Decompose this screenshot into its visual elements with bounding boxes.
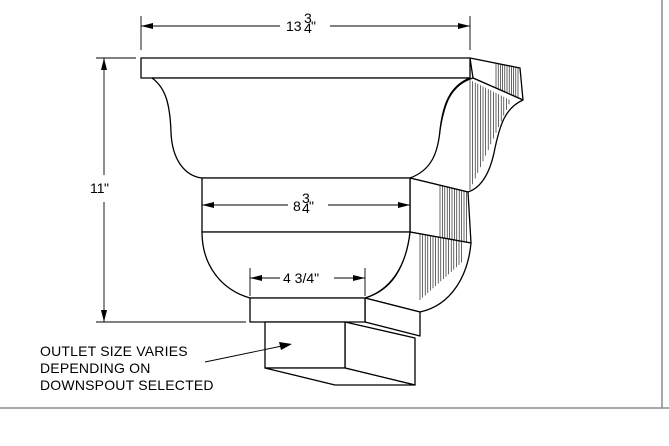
side-hatching — [419, 63, 519, 300]
middle-width-unit: " — [309, 198, 314, 214]
middle-width-num: 3 — [302, 190, 310, 206]
dimension-middle-width: 8 3 4 " — [202, 190, 410, 216]
lower-bowl — [201, 231, 411, 299]
dimension-top-width: 13 3 4 " — [140, 10, 471, 50]
outlet-flange — [249, 297, 366, 323]
top-lip — [140, 57, 471, 79]
dimension-height: 11 " — [90, 57, 246, 323]
top-width-num: 3 — [304, 10, 312, 26]
outlet-pipe — [264, 321, 346, 369]
height-unit: " — [104, 180, 109, 196]
note-line-1: OUTLET SIZE VARIES — [40, 343, 188, 359]
top-width-whole: 13 — [286, 18, 302, 34]
upper-bowl — [151, 77, 471, 179]
bottom-width-label: 4 3/4" — [283, 270, 319, 286]
note-line-2: DEPENDING ON — [40, 360, 151, 376]
dimension-bottom-width: 4 3/4" — [249, 268, 366, 296]
note-line-3: DOWNSPOUT SELECTED — [40, 377, 214, 393]
height-whole: 11 — [90, 180, 105, 196]
outlet-note: OUTLET SIZE VARIES DEPENDING ON DOWNSPOU… — [40, 342, 292, 393]
middle-width-den: 4 — [302, 200, 310, 216]
front-faces — [140, 57, 471, 386]
top-width-den: 4 — [304, 20, 312, 36]
middle-width-whole: 8 — [293, 198, 301, 214]
top-width-unit: " — [311, 18, 316, 34]
